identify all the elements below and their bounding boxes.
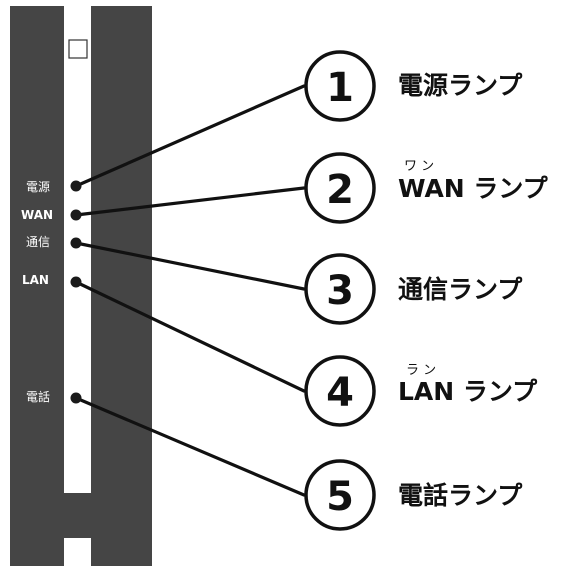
leader-line-2 xyxy=(74,186,306,217)
callout-number-5: 5 xyxy=(326,474,354,520)
callout-circle-1 xyxy=(304,50,376,122)
callout-label-2: WAN ランプ xyxy=(398,174,549,203)
device-label-power: 電源 xyxy=(26,180,50,194)
callout-number-1: 1 xyxy=(326,65,354,111)
lamp-power xyxy=(70,180,82,192)
leader-line-4 xyxy=(74,280,306,393)
callout-circle-5 xyxy=(304,459,376,531)
device-label-lan: LAN xyxy=(22,273,49,287)
lamp-wan xyxy=(70,209,82,221)
callout-number-2: 2 xyxy=(326,167,354,213)
callout-label-3: 通信ランプ xyxy=(398,275,523,304)
callout-label-5: 電話ランプ xyxy=(398,481,523,510)
callout-number-4: 4 xyxy=(326,370,354,416)
callout-number-3: 3 xyxy=(326,268,354,314)
device-label-comm: 通信 xyxy=(26,235,50,249)
lamp-phone xyxy=(70,392,82,404)
leader-line-3 xyxy=(74,241,306,291)
callout-circle-4 xyxy=(304,355,376,427)
device-slot xyxy=(64,6,91,493)
callout-circle-2 xyxy=(304,152,376,224)
leader-line-1 xyxy=(74,84,306,188)
callout-circle-3 xyxy=(304,253,376,325)
callout-ruby-2: ワ ン xyxy=(404,159,434,174)
lamp-comm xyxy=(70,237,82,249)
callout-label-1: 電源ランプ xyxy=(398,71,523,100)
callout-ruby-4: ラ ン xyxy=(406,363,436,378)
leader-line-5 xyxy=(74,396,306,497)
device-indicator-square xyxy=(68,39,88,59)
callout-label-4: LAN ランプ xyxy=(398,377,538,406)
device-label-wan: WAN xyxy=(21,208,53,222)
device-label-phone: 電話 xyxy=(26,389,50,404)
lamp-lan xyxy=(70,276,82,288)
